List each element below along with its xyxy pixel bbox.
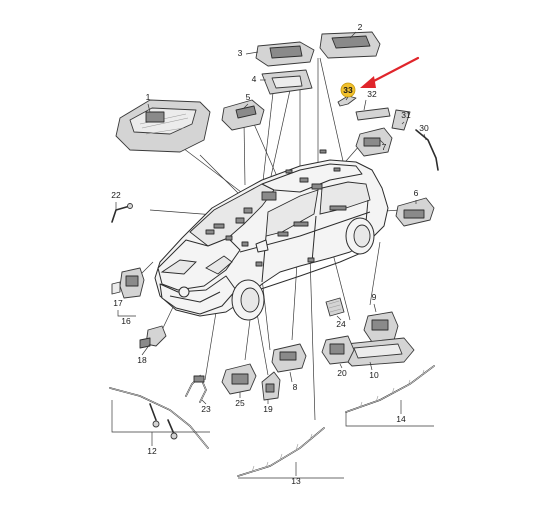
- callout-3: 3: [238, 48, 243, 58]
- callout-2: 2: [358, 22, 363, 32]
- part-13-strip[interactable]: [237, 427, 325, 477]
- part-22-rod[interactable]: [111, 203, 133, 223]
- callout-33-highlighted[interactable]: 33: [340, 82, 356, 98]
- part-30-trim-strip[interactable]: [415, 129, 439, 171]
- part-31-strip[interactable]: [391, 109, 411, 131]
- part-6-rear-module[interactable]: [395, 197, 435, 227]
- callout-5: 5: [246, 92, 251, 102]
- callout-24: 24: [336, 319, 346, 329]
- callout-14: 14: [396, 414, 406, 424]
- callout-labels: 1 2 3 4 5 6 7 8 9 10 12 13 14 16 17 18 1…: [111, 22, 429, 486]
- callout-9: 9: [372, 292, 377, 302]
- part-12-wiring-harness[interactable]: [109, 387, 209, 449]
- pointer-arrow: [360, 56, 420, 88]
- callout-4: 4: [252, 74, 257, 84]
- car-body: [154, 149, 389, 321]
- callout-16: 16: [121, 316, 131, 326]
- part-2-light-cluster[interactable]: [319, 31, 381, 59]
- callout-12: 12: [147, 446, 157, 456]
- callout-10: 10: [369, 370, 379, 380]
- callout-7: 7: [382, 142, 387, 152]
- callout-31: 31: [401, 110, 411, 120]
- callout-32: 32: [367, 89, 377, 99]
- part-1-roof-console[interactable]: [115, 99, 211, 153]
- leader-lines: [139, 57, 401, 421]
- callout-ticks: [111, 31, 434, 479]
- part-3-bracket[interactable]: [255, 41, 315, 67]
- callout-17: 17: [113, 298, 123, 308]
- callout-1: 1: [146, 92, 151, 102]
- callout-6: 6: [414, 188, 419, 198]
- part-18-clip[interactable]: [139, 325, 167, 349]
- callout-19: 19: [263, 404, 273, 414]
- part-7-module[interactable]: [355, 127, 393, 157]
- callout-30: 30: [419, 123, 429, 133]
- part-5-reading-light[interactable]: [221, 99, 265, 131]
- callout-13: 13: [291, 476, 301, 486]
- callout-25: 25: [235, 398, 245, 408]
- part-10-panel[interactable]: [341, 337, 415, 367]
- callout-23: 23: [201, 404, 211, 414]
- part-8-switch[interactable]: [271, 343, 307, 373]
- part-33-hook-highlighted[interactable]: [337, 95, 357, 107]
- callout-8: 8: [293, 382, 298, 392]
- part-20-switch[interactable]: [321, 335, 355, 365]
- part-19-bracket[interactable]: [261, 371, 281, 401]
- callout-22: 22: [111, 190, 121, 200]
- part-32-strip[interactable]: [355, 107, 391, 121]
- part-17-sensor[interactable]: [111, 267, 145, 299]
- part-25-control-unit[interactable]: [221, 363, 257, 395]
- part-9-door-module[interactable]: [363, 311, 399, 343]
- part-4-frame[interactable]: [261, 69, 313, 95]
- part-14-strip[interactable]: [345, 365, 435, 413]
- part-24-module[interactable]: [325, 297, 345, 317]
- callout-20: 20: [337, 368, 347, 378]
- callout-18: 18: [137, 355, 147, 365]
- part-23-harness[interactable]: [185, 374, 207, 403]
- callout-33: 33: [343, 85, 353, 95]
